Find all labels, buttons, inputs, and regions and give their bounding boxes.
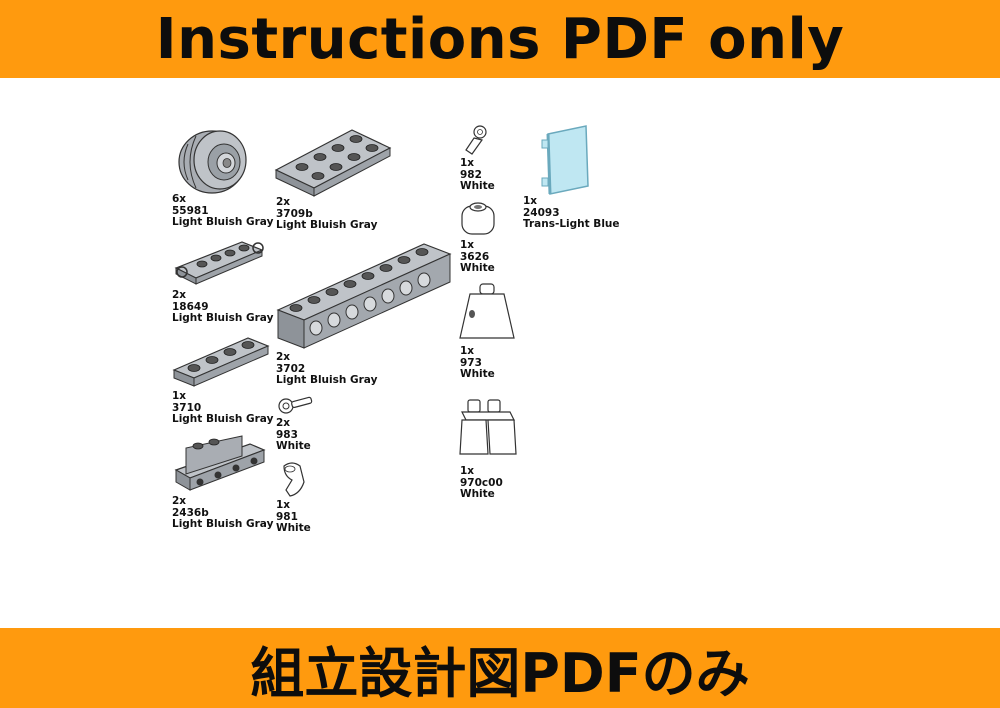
part-983-image	[276, 394, 316, 418]
part-3709b-image	[272, 124, 394, 198]
part-18649-image	[172, 234, 268, 286]
part-55981-image	[176, 124, 256, 196]
part-973-image	[456, 282, 518, 342]
part-3710-image	[172, 334, 270, 388]
top-banner: Instructions PDF only	[0, 0, 1000, 78]
part-24093-image	[538, 124, 594, 196]
part-3702-image	[274, 236, 454, 354]
part-2436b-image	[172, 434, 268, 492]
bottom-banner: 組立設計図PDFのみ	[0, 628, 1000, 708]
header-title: Instructions PDF only	[155, 6, 845, 72]
part-970c00-image	[456, 396, 520, 460]
footer-title: 組立設計図PDFのみ	[250, 641, 750, 705]
part-982-image	[462, 124, 492, 158]
part-3626-image	[458, 198, 498, 238]
part-981-image	[278, 460, 308, 500]
